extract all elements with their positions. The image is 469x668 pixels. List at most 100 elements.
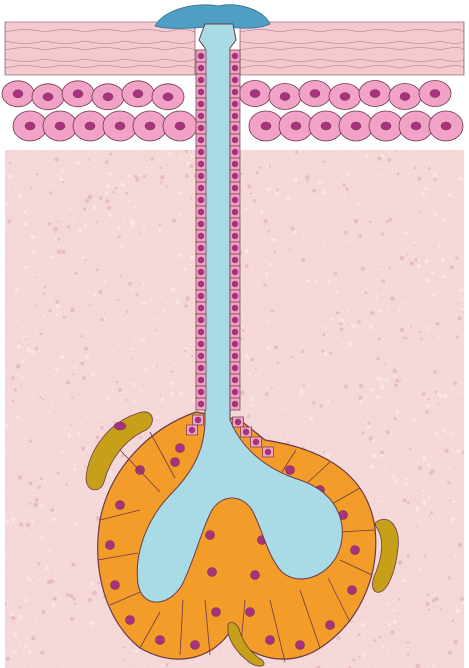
duct-cell	[196, 290, 206, 302]
epidermal-cell	[399, 111, 433, 141]
duct-cell	[230, 194, 240, 206]
secretory-cell	[212, 608, 221, 617]
duct-cell	[230, 326, 240, 338]
secretory-cell	[266, 636, 275, 645]
duct-cell	[196, 146, 206, 158]
duct-cell	[230, 122, 240, 134]
epidermal-cell	[133, 111, 167, 141]
epidermal-cell	[269, 84, 301, 110]
duct-cell	[230, 230, 240, 242]
duct-cell	[230, 110, 240, 122]
epidermal-cell	[13, 111, 47, 141]
duct-cell	[230, 74, 240, 86]
epidermal-cell	[239, 81, 271, 107]
epidermal-cell	[103, 111, 137, 141]
duct-cell	[230, 182, 240, 194]
duct-cell	[196, 338, 206, 350]
duct-cell	[230, 386, 240, 398]
duct-cell	[233, 417, 244, 427]
secretory-cell	[156, 636, 165, 645]
epidermal-cell	[299, 81, 331, 107]
secretory-cell	[351, 546, 360, 555]
duct-cell	[230, 338, 240, 350]
epidermal-cell	[152, 84, 184, 110]
secretory-cell	[171, 458, 180, 467]
duct-cell	[196, 326, 206, 338]
epidermal-cell	[429, 111, 463, 141]
epidermal-cell	[43, 111, 77, 141]
duct-cell	[196, 110, 206, 122]
duct-cell	[196, 398, 206, 410]
epidermal-cell	[92, 84, 124, 110]
epidermal-cell	[249, 111, 283, 141]
epidermal-cell	[339, 111, 373, 141]
duct-cell	[241, 427, 252, 437]
secretory-cell	[251, 571, 260, 580]
duct-cell	[196, 230, 206, 242]
epidermal-cell	[73, 111, 107, 141]
duct-cell	[196, 74, 206, 86]
secretory-cell	[126, 616, 135, 625]
duct-cell	[196, 122, 206, 134]
duct-cell	[230, 314, 240, 326]
epidermal-cell	[359, 81, 391, 107]
secretory-cell	[116, 501, 125, 510]
duct-cell	[251, 437, 262, 447]
duct-cell	[196, 62, 206, 74]
secretory-cell	[106, 541, 115, 550]
duct-cell	[196, 242, 206, 254]
duct-cell	[196, 386, 206, 398]
secretory-cell	[296, 641, 305, 650]
duct-cell	[230, 254, 240, 266]
epidermal-cell	[122, 81, 154, 107]
secretory-cell	[136, 466, 145, 475]
epidermal-cell	[279, 111, 313, 141]
duct-cell	[230, 86, 240, 98]
duct-cell	[196, 266, 206, 278]
duct-cell	[196, 278, 206, 290]
duct-cell	[196, 254, 206, 266]
duct-cell	[196, 182, 206, 194]
secretory-cell	[348, 586, 357, 595]
duct-cell	[196, 86, 206, 98]
duct-cell	[230, 290, 240, 302]
duct-cell	[196, 194, 206, 206]
duct-cell	[230, 278, 240, 290]
epidermal-cell	[32, 84, 64, 110]
duct-cell	[196, 374, 206, 386]
duct-cell	[230, 218, 240, 230]
epidermal-cell	[2, 81, 34, 107]
myoepithelial-nucleus	[114, 422, 126, 430]
duct-cell	[263, 447, 274, 457]
duct-cell	[230, 374, 240, 386]
duct-cell	[196, 170, 206, 182]
epidermal-cell	[62, 81, 94, 107]
epidermal-cell	[309, 111, 343, 141]
duct-cell	[193, 415, 204, 425]
duct-cell	[230, 98, 240, 110]
duct-cell	[230, 170, 240, 182]
duct-cell	[196, 302, 206, 314]
duct-cell	[230, 302, 240, 314]
duct-cell	[187, 425, 198, 435]
duct-cell	[230, 206, 240, 218]
secretory-cell	[176, 444, 185, 453]
duct-cell	[196, 206, 206, 218]
duct-cell	[196, 50, 206, 62]
duct-cell	[196, 362, 206, 374]
epidermal-cell	[163, 111, 197, 141]
duct-cell	[196, 218, 206, 230]
duct-cell	[230, 266, 240, 278]
duct-cell	[196, 158, 206, 170]
duct-cell	[196, 350, 206, 362]
epidermal-cell	[389, 84, 421, 110]
duct-cell	[230, 158, 240, 170]
epidermal-cell	[329, 84, 361, 110]
epidermal-cell	[419, 81, 451, 107]
duct-cell	[230, 50, 240, 62]
duct-cell	[196, 314, 206, 326]
duct-cell	[230, 362, 240, 374]
duct-cell	[230, 62, 240, 74]
duct-cell	[230, 398, 240, 410]
secretory-cell	[208, 568, 217, 577]
